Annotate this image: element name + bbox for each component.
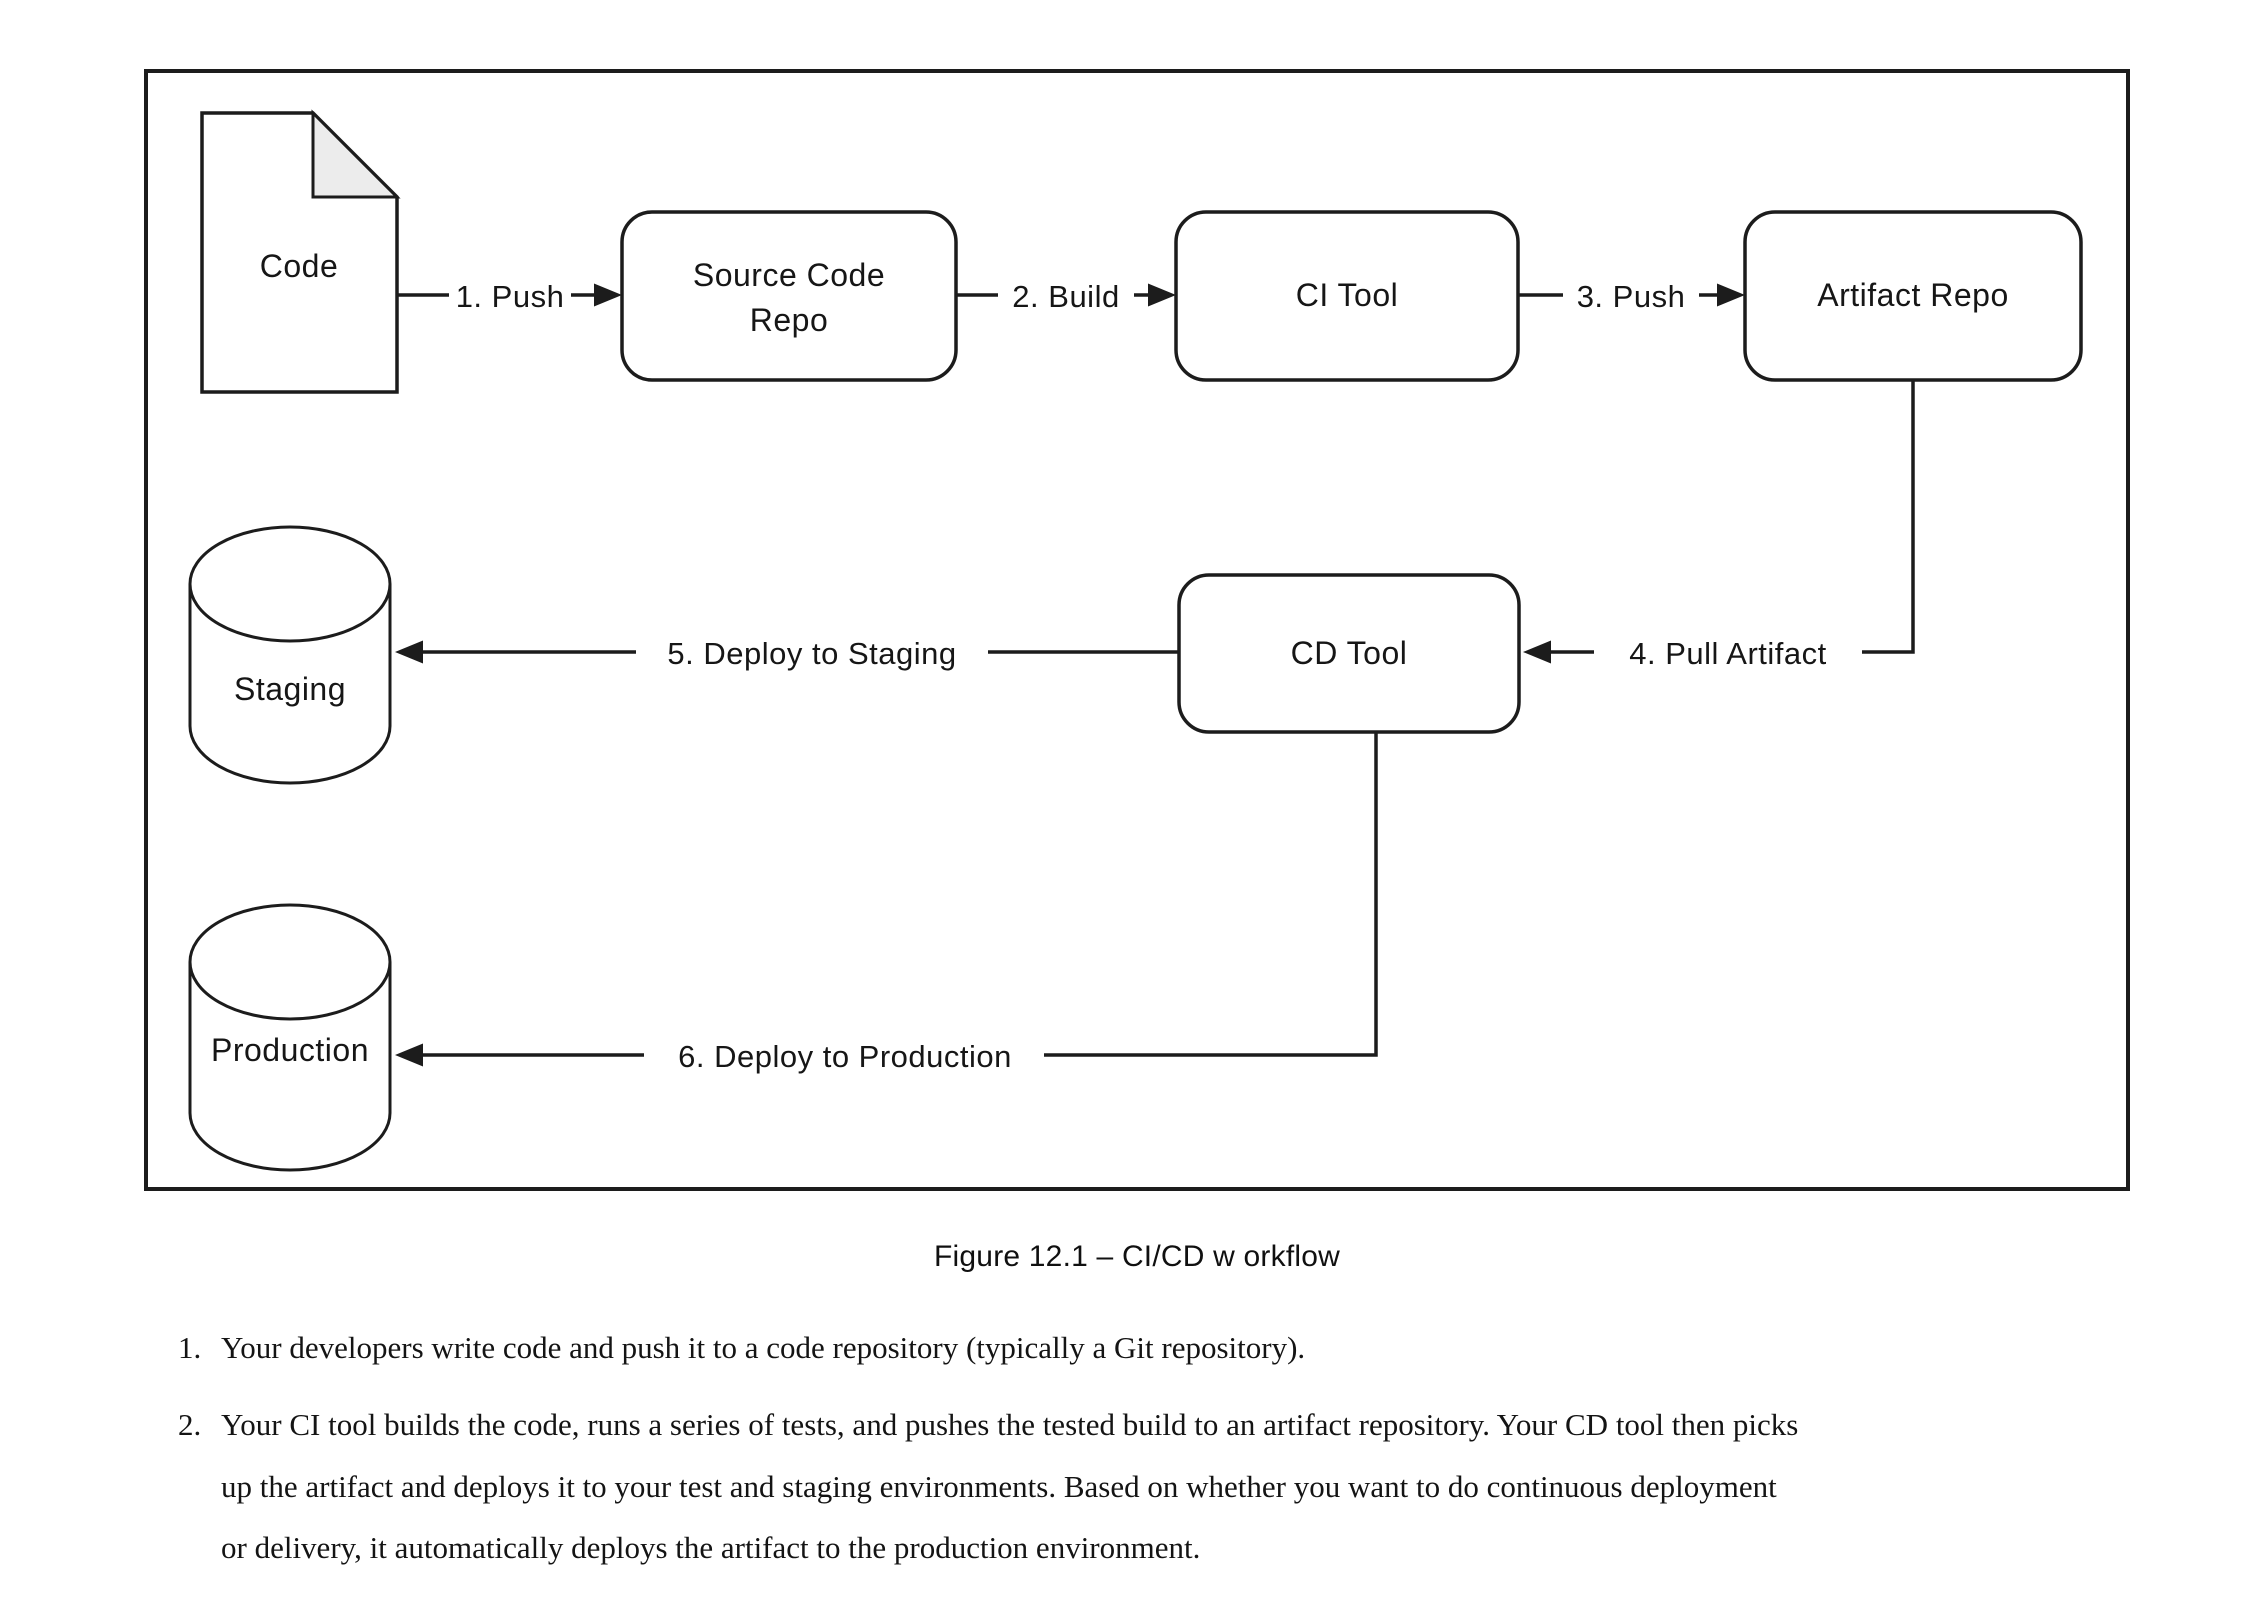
edge-push1-label-bg	[449, 273, 571, 317]
text-line: or delivery, it automatically deploys th…	[221, 1530, 1201, 1565]
arrowhead-left-icon	[395, 1043, 423, 1067]
list-item-text: Your developers write code and push it t…	[221, 1317, 1305, 1379]
edge-deploy5-label: 5. Deploy to Staging	[667, 636, 956, 671]
arrowhead-right-icon	[1717, 283, 1745, 307]
edge-push3-label: 3. Push	[1577, 279, 1686, 314]
source-code-repo-label-line2: Repo	[750, 302, 829, 338]
production-cylinder-body	[188, 962, 392, 1172]
ci-tool-label: CI Tool	[1296, 277, 1399, 313]
folded-corner-icon	[311, 109, 401, 199]
arrowhead-left-icon	[1523, 640, 1551, 664]
edge-build2-label: 2. Build	[1012, 279, 1119, 314]
arrowhead-right-icon	[1148, 283, 1176, 307]
artifact-repo-label: Artifact Repo	[1817, 277, 2008, 313]
list-item-number: 1.	[178, 1330, 202, 1365]
edge-deploy5-label-bg	[636, 630, 988, 674]
edge-deploy6-label: 6. Deploy to Production	[678, 1039, 1012, 1074]
list-item-text: Your CI tool builds the code, runs a ser…	[221, 1394, 1798, 1579]
edge-push3-label-bg	[1563, 273, 1699, 317]
edge-build2-label-bg	[998, 273, 1134, 317]
cd-tool-label: CD Tool	[1291, 635, 1408, 671]
production-label: Production	[211, 1032, 369, 1068]
production-cylinder-top	[188, 903, 392, 1021]
text-line: up the artifact and deploys it to your t…	[221, 1468, 1777, 1504]
arrowhead-right-icon	[594, 283, 622, 307]
list-item: 2. Your CI tool builds the code, runs a …	[178, 1394, 1798, 1579]
code-node-label: Code	[260, 248, 339, 284]
list-item: 1. Your developers write code and push i…	[178, 1317, 1305, 1379]
edge-deploy6-label-bg	[644, 1033, 1044, 1077]
arrowhead-left-icon	[395, 640, 423, 664]
edge-pull4-label-bg	[1594, 630, 1862, 674]
edge-pull4-label: 4. Pull Artifact	[1629, 636, 1827, 671]
source-code-repo-label-line1: Source Code	[693, 257, 885, 293]
list-item-number: 2.	[178, 1407, 202, 1442]
edge-push1-label: 1. Push	[456, 279, 565, 314]
text-line: Your developers write code and push it t…	[221, 1330, 1306, 1365]
figure-caption: Figure 12.1 – CI/CD w orkflow	[934, 1240, 1340, 1273]
text-line: Your CI tool builds the code, runs a ser…	[221, 1407, 1799, 1442]
staging-label: Staging	[234, 671, 346, 707]
staging-cylinder-top	[188, 525, 392, 643]
cicd-workflow-diagram: Code Source Code Repo CI Tool Artifact R…	[144, 69, 2130, 1191]
source-code-repo-node	[620, 210, 958, 382]
